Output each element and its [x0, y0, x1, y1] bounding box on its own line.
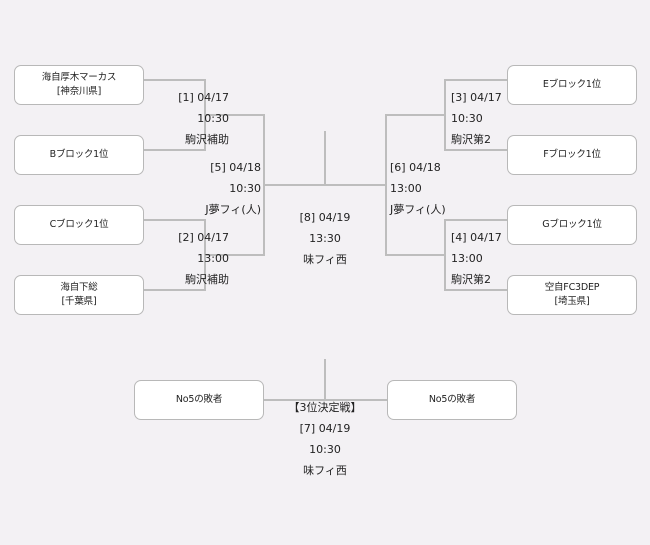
match-number-date: [5] 04/18 [210, 161, 261, 174]
match-info: [5] 04/18 10:30 J夢フィ(人) [205, 157, 261, 220]
bracket-line [144, 219, 206, 221]
team-box: 海自厚木マーカス [神奈川県] [14, 65, 144, 105]
team-name: 海自下総 [60, 282, 98, 293]
match-time: 10:30 [197, 112, 229, 125]
team-box: Eブロック1位 [507, 65, 637, 105]
match-number-date: [4] 04/17 [451, 231, 502, 244]
team-region: [神奈川県] [56, 86, 102, 97]
match-number-date: [6] 04/18 [390, 161, 441, 174]
match-time: 10:30 [309, 443, 341, 456]
match-number-date: [8] 04/19 [299, 211, 351, 224]
team-region: [埼玉県] [554, 296, 590, 307]
bracket-line [204, 254, 265, 256]
match-info: [4] 04/17 13:00 駒沢第2 [451, 227, 502, 290]
bracket-line [144, 79, 206, 81]
match-number-date: [7] 04/19 [299, 422, 351, 435]
team-name: No5の敗者 [175, 394, 223, 405]
team-box: Gブロック1位 [507, 205, 637, 245]
match-info: [6] 04/18 13:00 J夢フィ(人) [390, 157, 446, 220]
match-venue: J夢フィ(人) [205, 203, 261, 216]
match-venue: 駒沢第2 [451, 133, 491, 146]
team-name: 空自FC3DEP [544, 282, 600, 293]
match-venue: 駒沢補助 [185, 273, 229, 286]
team-name: Gブロック1位 [542, 219, 602, 230]
team-box: No5の敗者 [387, 380, 517, 420]
team-box: 空自FC3DEP [埼玉県] [507, 275, 637, 315]
match-number-date: [3] 04/17 [451, 91, 502, 104]
match-info: [1] 04/17 10:30 駒沢補助 [178, 87, 229, 150]
match-time: 10:30 [451, 112, 483, 125]
team-name: Bブロック1位 [49, 149, 109, 160]
match-info: [3] 04/17 10:30 駒沢第2 [451, 87, 502, 150]
bracket-line [444, 79, 508, 81]
match-time: 13:00 [390, 182, 422, 195]
match-venue: 味フィ西 [303, 464, 347, 477]
bracket-line [324, 131, 326, 185]
team-box: Fブロック1位 [507, 135, 637, 175]
team-name: Eブロック1位 [542, 79, 602, 90]
bracket-line [324, 359, 326, 400]
team-name: Fブロック1位 [543, 149, 601, 160]
bracket-line [263, 184, 387, 186]
bracket-line [264, 399, 388, 401]
team-box: No5の敗者 [134, 380, 264, 420]
match-time: 10:30 [229, 182, 261, 195]
bracket-line [444, 219, 508, 221]
third-place-match-info: 【3位決定戦】 [7] 04/19 10:30 味フィ西 [265, 397, 385, 481]
match-number-date: [2] 04/17 [178, 231, 229, 244]
bracket-line [444, 149, 508, 151]
bracket-line [385, 114, 446, 116]
team-name: No5の敗者 [428, 394, 476, 405]
match-venue: J夢フィ(人) [390, 203, 446, 216]
team-box: 海自下総 [千葉県] [14, 275, 144, 315]
team-box: Cブロック1位 [14, 205, 144, 245]
bracket-line [385, 114, 387, 256]
match-time: 13:00 [197, 252, 229, 265]
match-venue: 駒沢第2 [451, 273, 491, 286]
bracket-line [144, 149, 206, 151]
match-time: 13:00 [451, 252, 483, 265]
match-title: 【3位決定戦】 [288, 401, 362, 414]
bracket-line [444, 289, 508, 291]
team-box: Bブロック1位 [14, 135, 144, 175]
team-name: 海自厚木マーカス [41, 72, 117, 83]
match-venue: 味フィ西 [303, 253, 347, 266]
match-info: [2] 04/17 13:00 駒沢補助 [178, 227, 229, 290]
final-match-info: [8] 04/19 13:30 味フィ西 [275, 207, 375, 270]
team-name: Cブロック1位 [49, 219, 109, 230]
bracket-line [385, 254, 446, 256]
bracket-line [144, 289, 206, 291]
match-number-date: [1] 04/17 [178, 91, 229, 104]
match-venue: 駒沢補助 [185, 133, 229, 146]
match-time: 13:30 [309, 232, 341, 245]
team-region: [千葉県] [61, 296, 97, 307]
bracket-line [204, 114, 265, 116]
